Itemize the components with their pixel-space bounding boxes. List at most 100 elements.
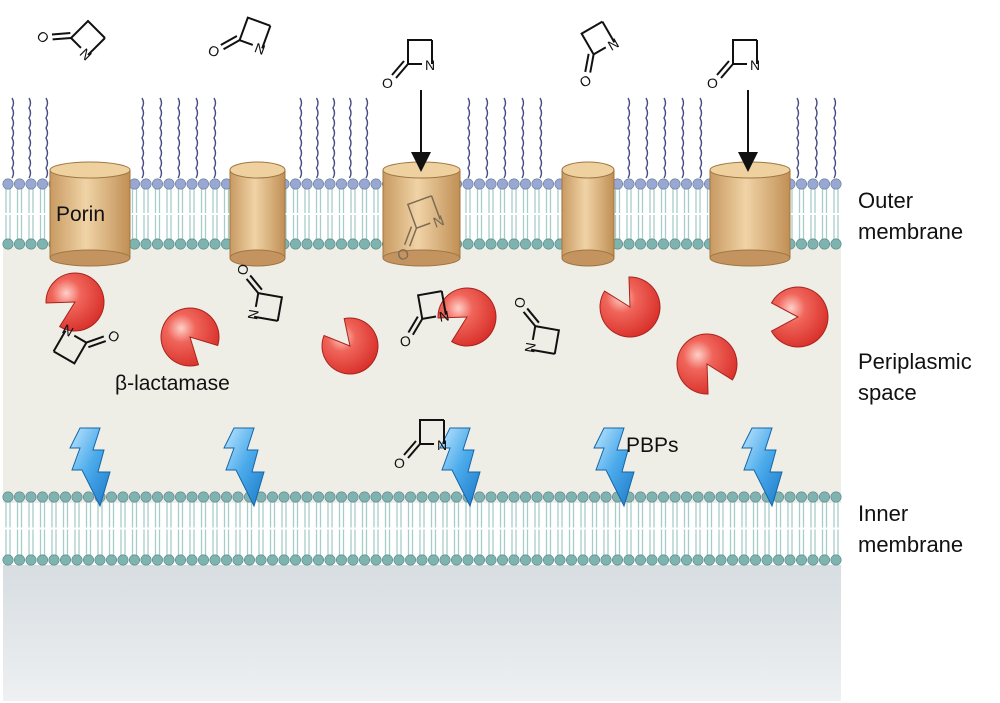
inner-membrane-head-bottom	[646, 554, 658, 566]
inner-membrane-head-top	[140, 491, 152, 503]
outer-membrane-head-bottom	[324, 238, 336, 250]
inner-membrane-head-bottom	[738, 554, 750, 566]
inner-membrane-head-top	[163, 491, 175, 503]
inner-membrane-head-top	[198, 491, 210, 503]
cytoplasm-region	[3, 565, 841, 701]
inner-membrane-head-top	[209, 491, 221, 503]
outer-membrane-head-top	[646, 178, 658, 190]
beta-lactamase-enzyme-icon	[599, 276, 661, 338]
outer-membrane-head-bottom	[129, 238, 141, 250]
outer-membrane-head-bottom	[496, 238, 508, 250]
inner-membrane-head-top	[381, 491, 393, 503]
nitrogen-atom-label: N	[522, 341, 540, 354]
inner-membrane-head-top	[416, 491, 428, 503]
beta-lactamase-enzyme-icon	[676, 333, 738, 395]
inner-membrane-head-top	[175, 491, 187, 503]
lps-chain-icon	[814, 97, 818, 179]
inner-membrane-head-bottom	[439, 554, 451, 566]
lps-chain-icon	[332, 97, 336, 179]
inner-membrane-head-top	[669, 491, 681, 503]
outer-membrane-head-top	[462, 178, 474, 190]
inner-membrane-head-top	[106, 491, 118, 503]
inner-membrane-head-top	[588, 491, 600, 503]
periplasmic-space-label: Periplasmic space	[858, 346, 998, 408]
inner-membrane-head-top	[289, 491, 301, 503]
pbp-lightning-icon	[69, 427, 111, 508]
pbp-lightning-icon	[439, 427, 481, 508]
beta-lactamase-enzyme-icon	[770, 286, 829, 348]
inner-membrane-head-top	[577, 491, 589, 503]
inner-membrane-head-top	[531, 491, 543, 503]
outer-membrane-head-top	[519, 178, 531, 190]
inner-membrane-head-bottom	[508, 554, 520, 566]
inner-membrane-head-bottom	[565, 554, 577, 566]
outer-membrane-head-bottom	[36, 238, 48, 250]
lps-chain-icon	[365, 97, 369, 179]
outer-membrane-head-bottom	[807, 238, 819, 250]
beta-lactamase-enzyme-icon	[321, 317, 379, 375]
nitrogen-atom-label: N	[431, 213, 446, 232]
outer-membrane-head-top	[358, 178, 370, 190]
inner-membrane-head-top	[715, 491, 727, 503]
inner-membrane-head-bottom	[496, 554, 508, 566]
lps-chain-icon	[45, 97, 49, 179]
inner-membrane-head-bottom	[715, 554, 727, 566]
inner-membrane-head-bottom	[726, 554, 738, 566]
outer-membrane-head-bottom	[669, 238, 681, 250]
inner-membrane-head-bottom	[427, 554, 439, 566]
inner-membrane-head-top	[427, 491, 439, 503]
inner-membrane-head-top	[335, 491, 347, 503]
inner-membrane-head-bottom	[634, 554, 646, 566]
outer-membrane-head-top	[2, 178, 14, 190]
inner-membrane-head-bottom	[221, 554, 233, 566]
outer-membrane-label-line2: membrane	[858, 219, 964, 244]
oxygen-atom-label: O	[395, 246, 411, 265]
lps-chain-icon	[699, 97, 703, 179]
outer-membrane-head-top	[289, 178, 301, 190]
nitrogen-atom-label: N	[437, 437, 447, 453]
beta-lactam-ring-icon: NO	[206, 16, 272, 61]
inner-membrane-head-top	[393, 491, 405, 503]
inner-membrane-head-bottom	[83, 554, 95, 566]
inner-membrane-head-bottom	[301, 554, 313, 566]
beta-lactam-ring-icon: NO	[382, 39, 435, 91]
beta-lactamase-label: β-lactamase	[115, 372, 230, 395]
outer-membrane-head-top	[163, 178, 175, 190]
inner-membrane-head-bottom	[404, 554, 416, 566]
inner-membrane-head-top	[784, 491, 796, 503]
outer-membrane-head-top	[198, 178, 210, 190]
inner-membrane-head-bottom	[106, 554, 118, 566]
lps-chain-icon	[681, 97, 685, 179]
beta-lactam-ring-icon: NO	[577, 20, 622, 91]
lps-chain-icon	[213, 97, 217, 179]
lps-chain-icon	[159, 97, 163, 179]
outer-membrane-head-top	[531, 178, 543, 190]
outer-membrane-head-top	[140, 178, 152, 190]
inner-membrane-head-top	[2, 491, 14, 503]
lps-chain-icon	[11, 97, 15, 179]
inner-membrane-head-top	[680, 491, 692, 503]
inner-membrane-head-bottom	[59, 554, 71, 566]
inner-membrane-head-bottom	[129, 554, 141, 566]
inner-membrane-head-top	[25, 491, 37, 503]
inner-membrane-head-bottom	[818, 554, 830, 566]
outer-membrane-head-bottom	[347, 238, 359, 250]
inner-membrane-head-bottom	[588, 554, 600, 566]
inner-membrane-head-bottom	[830, 554, 842, 566]
inner-membrane-head-bottom	[381, 554, 393, 566]
outer-membrane-head-bottom	[657, 238, 669, 250]
outer-membrane-head-top	[324, 178, 336, 190]
outer-membrane-head-bottom	[209, 238, 221, 250]
beta-lactam-ring-icon: NO	[34, 19, 106, 64]
oxygen-atom-label: O	[399, 332, 413, 350]
oxygen-atom-label: O	[206, 42, 222, 61]
outer-membrane-head-top	[818, 178, 830, 190]
outer-membrane-head-bottom	[301, 238, 313, 250]
outer-membrane-head-bottom	[312, 238, 324, 250]
inner-membrane-head-bottom	[289, 554, 301, 566]
inner-membrane-head-top	[738, 491, 750, 503]
outer-membrane-head-bottom	[289, 238, 301, 250]
beta-lactam-ring-icon: NO	[395, 195, 447, 265]
oxygen-atom-label: O	[511, 296, 529, 310]
porin-channel-icon	[49, 169, 131, 259]
